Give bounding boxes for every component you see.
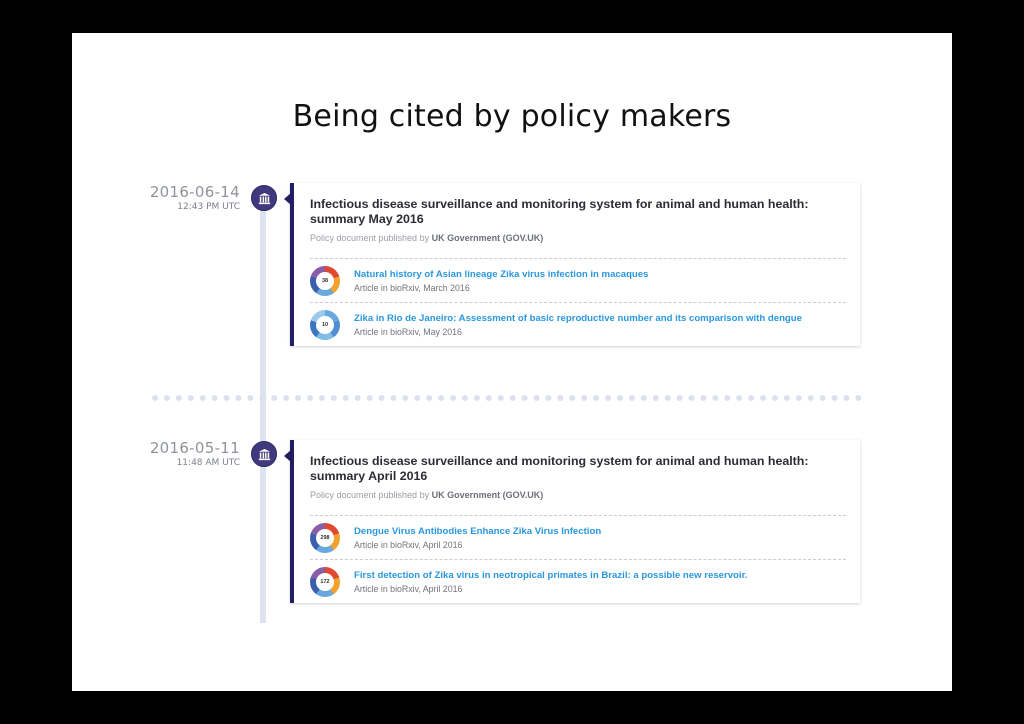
citation-source: Article in bioRxiv, March 2016	[354, 283, 470, 293]
attention-score: 298	[316, 529, 334, 547]
entry-time: 12:43 PM UTC	[177, 202, 240, 212]
policy-document-card[interactable]: Infectious disease surveillance and moni…	[284, 183, 860, 346]
citation-source: Article in bioRxiv, April 2016	[354, 540, 463, 550]
attention-score-donut[interactable]: 298	[310, 523, 340, 553]
government-building-icon	[251, 185, 277, 211]
card-divider	[310, 515, 846, 516]
entry-date: 2016-05-11 11:48 AM UTC	[150, 439, 240, 468]
timeline-separator	[152, 395, 862, 401]
policy-document-card[interactable]: Infectious disease surveillance and moni…	[284, 440, 860, 603]
attention-score: 10	[316, 316, 334, 334]
citation-title-link[interactable]: First detection of Zika virus in neotrop…	[354, 570, 748, 581]
meta-source[interactable]: UK Government (GOV.UK)	[431, 490, 544, 500]
attention-score: 172	[316, 573, 334, 591]
policy-document-meta: Policy document published by UK Governme…	[310, 233, 846, 243]
citation-list: 298 Dengue Virus Antibodies Enhance Zika…	[294, 516, 860, 603]
card-pointer	[284, 193, 291, 205]
timeline-line	[260, 193, 266, 623]
attention-score: 38	[316, 272, 334, 290]
citation-title-link[interactable]: Natural history of Asian lineage Zika vi…	[354, 269, 649, 280]
entry-time: 11:48 AM UTC	[176, 458, 240, 468]
slide: Being cited by policy makers 2016-06-14 …	[72, 33, 952, 691]
policy-document-meta: Policy document published by UK Governme…	[310, 490, 846, 500]
citation-source: Article in bioRxiv, April 2016	[354, 584, 463, 594]
citation-item[interactable]: 172 First detection of Zika virus in neo…	[310, 559, 846, 603]
attention-score-donut[interactable]: 10	[310, 310, 340, 340]
policy-document-title[interactable]: Infectious disease surveillance and moni…	[310, 454, 809, 483]
entry-date-value: 2016-06-14	[149, 183, 240, 201]
government-building-icon	[251, 441, 277, 467]
citation-item[interactable]: 38 Natural history of Asian lineage Zika…	[310, 259, 846, 302]
citation-title-link[interactable]: Dengue Virus Antibodies Enhance Zika Vir…	[354, 526, 602, 537]
entry-date-value: 2016-05-11	[149, 439, 240, 457]
meta-source[interactable]: UK Government (GOV.UK)	[431, 233, 544, 243]
citation-source: Article in bioRxiv, May 2016	[354, 327, 462, 337]
citation-list: 38 Natural history of Asian lineage Zika…	[294, 259, 860, 346]
entry-date: 2016-06-14 12:43 PM UTC	[150, 183, 240, 212]
attention-score-donut[interactable]: 38	[310, 266, 340, 296]
meta-prefix: Policy document published by	[310, 490, 430, 500]
meta-prefix: Policy document published by	[310, 233, 430, 243]
citation-item[interactable]: 298 Dengue Virus Antibodies Enhance Zika…	[310, 516, 846, 559]
attention-score-donut[interactable]: 172	[310, 567, 340, 597]
policy-document-title[interactable]: Infectious disease surveillance and moni…	[310, 197, 809, 226]
card-pointer	[284, 450, 291, 462]
citation-item[interactable]: 10 Zika in Rio de Janeiro: Assessment of…	[310, 302, 846, 346]
card-divider	[310, 258, 846, 259]
citation-title-link[interactable]: Zika in Rio de Janeiro: Assessment of ba…	[354, 313, 802, 324]
slide-title: Being cited by policy makers	[292, 99, 732, 134]
